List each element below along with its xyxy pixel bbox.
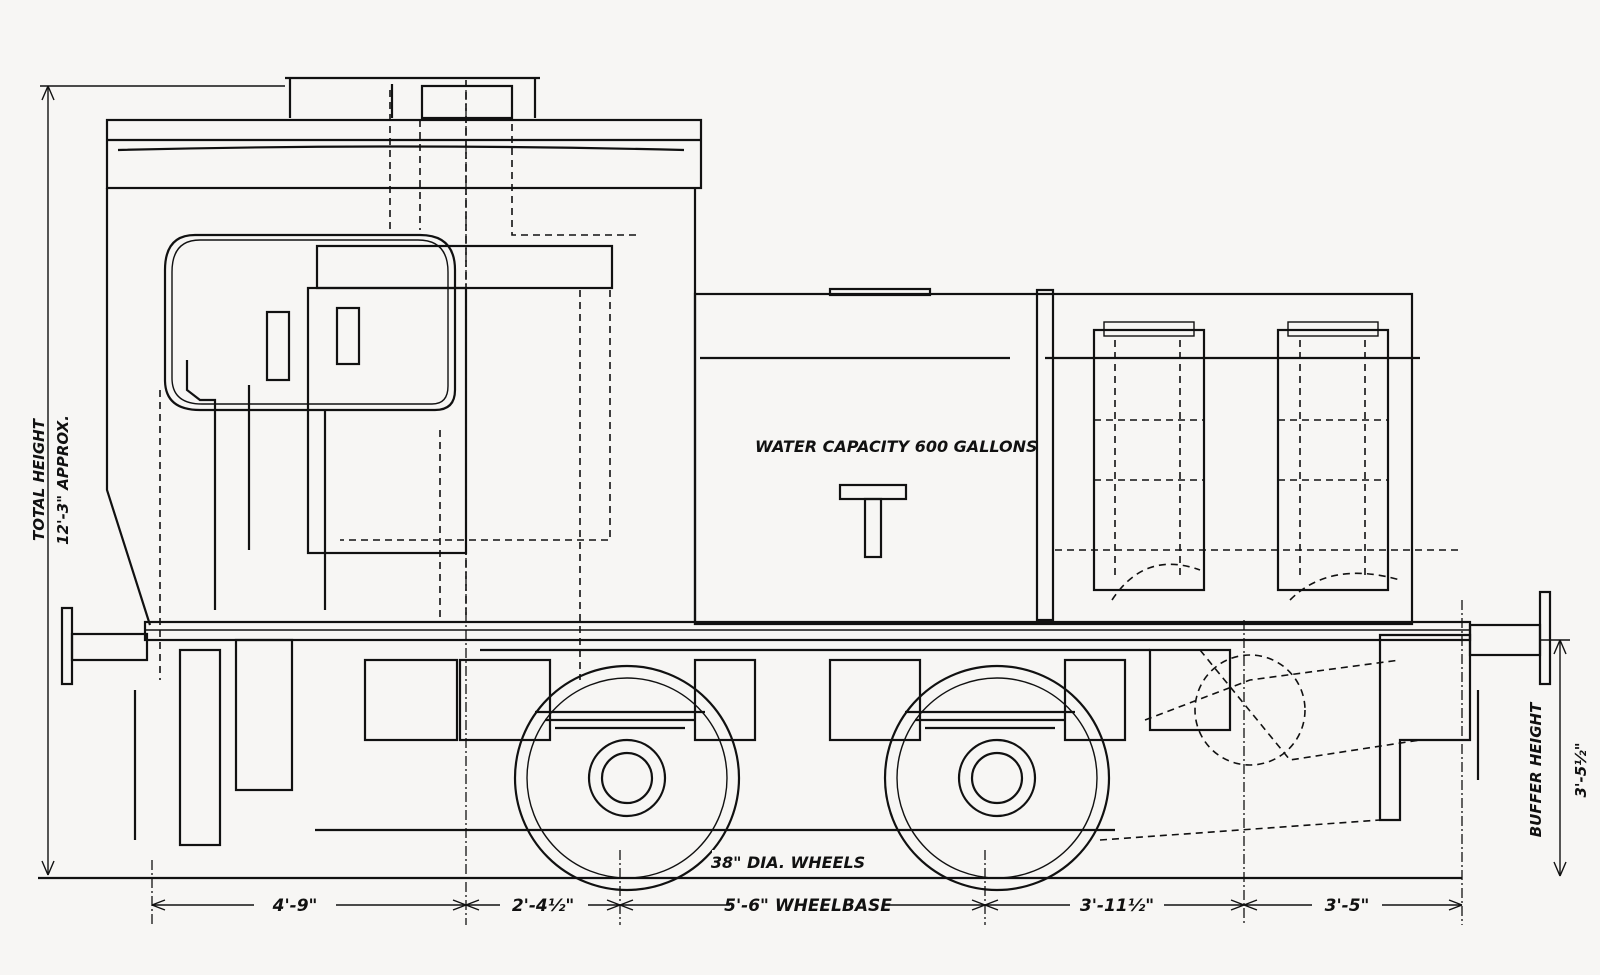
dim-front-overhang: 4'-9" — [272, 896, 318, 916]
cab-door-panel — [306, 286, 468, 555]
wheel-front — [513, 664, 741, 892]
tank-strap — [1035, 288, 1055, 622]
total-height-label: TOTAL HEIGHT — [30, 417, 48, 541]
rear-frame-end — [1378, 633, 1472, 822]
water-tank — [693, 287, 1460, 626]
dim-wheelbase: 5'-6" WHEELBASE — [724, 896, 892, 916]
roof-rail — [285, 76, 540, 118]
coupling-chains — [133, 690, 1480, 840]
buffer-stock-rear — [1468, 623, 1542, 657]
hornblock-1 — [458, 658, 552, 742]
wheel-rear — [883, 664, 1111, 892]
cab-body — [105, 188, 697, 626]
buffer-height-value: 3'-5½" — [1572, 742, 1590, 797]
buffer-stock-front — [70, 632, 149, 662]
buffer-height-label: BUFFER HEIGHT — [1527, 701, 1545, 837]
hornblock-4 — [1063, 658, 1127, 742]
gauge-glass — [335, 306, 361, 366]
hornblock-3 — [828, 658, 922, 742]
tool-box — [363, 658, 459, 742]
axle-box — [1148, 648, 1232, 732]
dim-cab-to-axle: 2'-4½" — [512, 896, 574, 916]
wheels — [513, 654, 1306, 892]
leaf-spring-front — [535, 710, 705, 730]
cab — [105, 76, 703, 680]
step — [234, 638, 294, 792]
wheel-diameter-label: 38" DIA. WHEELS — [711, 853, 865, 872]
leaf-spring-rear — [905, 710, 1075, 730]
buffer-head-rear — [1538, 590, 1552, 686]
front-plate — [178, 648, 222, 847]
roof-vent — [420, 84, 514, 120]
cab-window — [163, 233, 457, 412]
regulator-valve — [265, 310, 291, 382]
jackshaft — [1194, 654, 1306, 766]
filler-cap — [838, 483, 908, 501]
handrail — [185, 360, 217, 610]
frame — [143, 620, 1472, 847]
sandbox-rear — [1276, 328, 1390, 592]
cab-roof — [105, 118, 703, 190]
buffer-head-front — [60, 606, 74, 686]
sandbox-front — [1092, 328, 1206, 592]
hornblock-2 — [693, 658, 757, 742]
dim-axle-to-jackshaft: 3'-11½" — [1080, 896, 1154, 916]
total-height-value: 12'-3" APPROX. — [54, 415, 72, 545]
cab-tank-box — [315, 244, 614, 290]
dimension-lines — [38, 85, 1570, 925]
water-capacity-label: WATER CAPACITY 600 GALLONS — [755, 437, 1038, 456]
dim-rear-overhang: 3'-5" — [1325, 896, 1370, 916]
labels: 4'-9" 2'-4½" 5'-6" WHEELBASE 3'-11½" 3'-… — [30, 415, 1590, 916]
buffers — [60, 590, 1552, 840]
